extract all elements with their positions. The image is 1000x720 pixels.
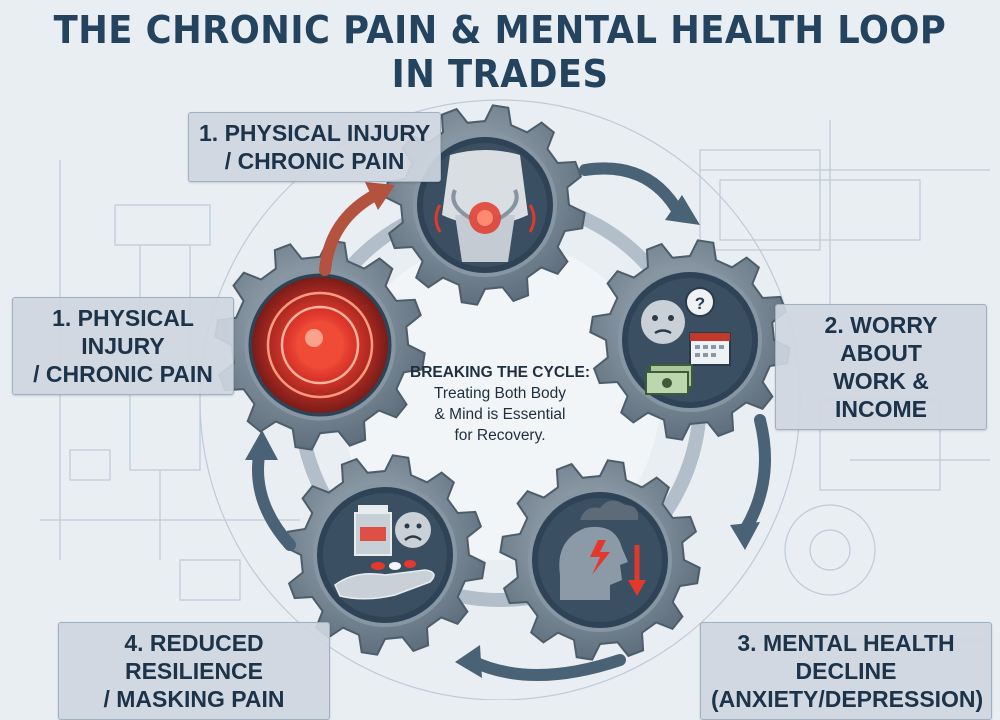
page-title: THE CHRONIC PAIN & MENTAL HEALTH LOOP IN… bbox=[53, 8, 947, 96]
sad-face-icon bbox=[395, 512, 431, 548]
label-line: 1. PHYSICAL INJURY bbox=[199, 120, 431, 146]
arrowhead-top-right bbox=[665, 195, 700, 225]
arrow-top-right bbox=[579, 162, 686, 221]
center-line: & Mind is Essential bbox=[434, 406, 566, 423]
arrowhead-bottom bbox=[455, 645, 482, 678]
svg-text:?: ? bbox=[695, 294, 705, 313]
arrowhead-right-down bbox=[730, 522, 760, 550]
calendar-icon bbox=[689, 332, 731, 366]
label-line: 3. MENTAL HEALTH DECLINE bbox=[737, 630, 955, 684]
back-pain-icon bbox=[423, 143, 547, 267]
label-worry-income: 2. WORRY ABOUT WORK & INCOME bbox=[775, 304, 987, 430]
arrowhead-red-up bbox=[365, 182, 395, 210]
center-line: for Recovery. bbox=[454, 427, 546, 444]
pill-bottle-icon bbox=[323, 493, 447, 617]
arrow-right-down bbox=[739, 414, 771, 536]
center-message: BREAKING THE CYCLE: Treating Both Body &… bbox=[405, 362, 595, 446]
pills-in-hand-icon bbox=[334, 560, 435, 600]
arrowhead-left-up bbox=[245, 430, 278, 460]
label-left-physical-injury: 1. PHYSICAL INJURY / CHRONIC PAIN bbox=[12, 297, 234, 395]
label-line: (ANXIETY/DEPRESSION) bbox=[711, 686, 984, 712]
label-top-physical-injury: 1. PHYSICAL INJURY / CHRONIC PAIN bbox=[188, 112, 442, 182]
label-line: 4. REDUCED RESILIENCE bbox=[124, 630, 264, 684]
label-mental-health-decline: 3. MENTAL HEALTH DECLINE (ANXIETY/DEPRES… bbox=[700, 622, 992, 720]
label-line: WORK & INCOME bbox=[833, 368, 929, 422]
arrow-bottom bbox=[464, 654, 626, 681]
label-line: / MASKING PAIN bbox=[103, 686, 285, 712]
head-storm-icon bbox=[538, 498, 662, 622]
arrow-left-up bbox=[252, 444, 296, 551]
label-line: / CHRONIC PAIN bbox=[33, 361, 213, 387]
label-reduced-resilience: 4. REDUCED RESILIENCE / MASKING PAIN bbox=[58, 622, 330, 720]
money-icon bbox=[645, 364, 693, 395]
label-line: 2. WORRY ABOUT bbox=[824, 312, 938, 366]
label-line: / CHRONIC PAIN bbox=[224, 148, 405, 174]
label-line: 1. PHYSICAL INJURY bbox=[52, 305, 194, 359]
pain-target-icon bbox=[252, 277, 388, 413]
center-heading: BREAKING THE CYCLE: bbox=[410, 364, 590, 381]
center-line: Treating Both Body bbox=[433, 385, 567, 402]
arrow-red-up bbox=[319, 189, 381, 276]
